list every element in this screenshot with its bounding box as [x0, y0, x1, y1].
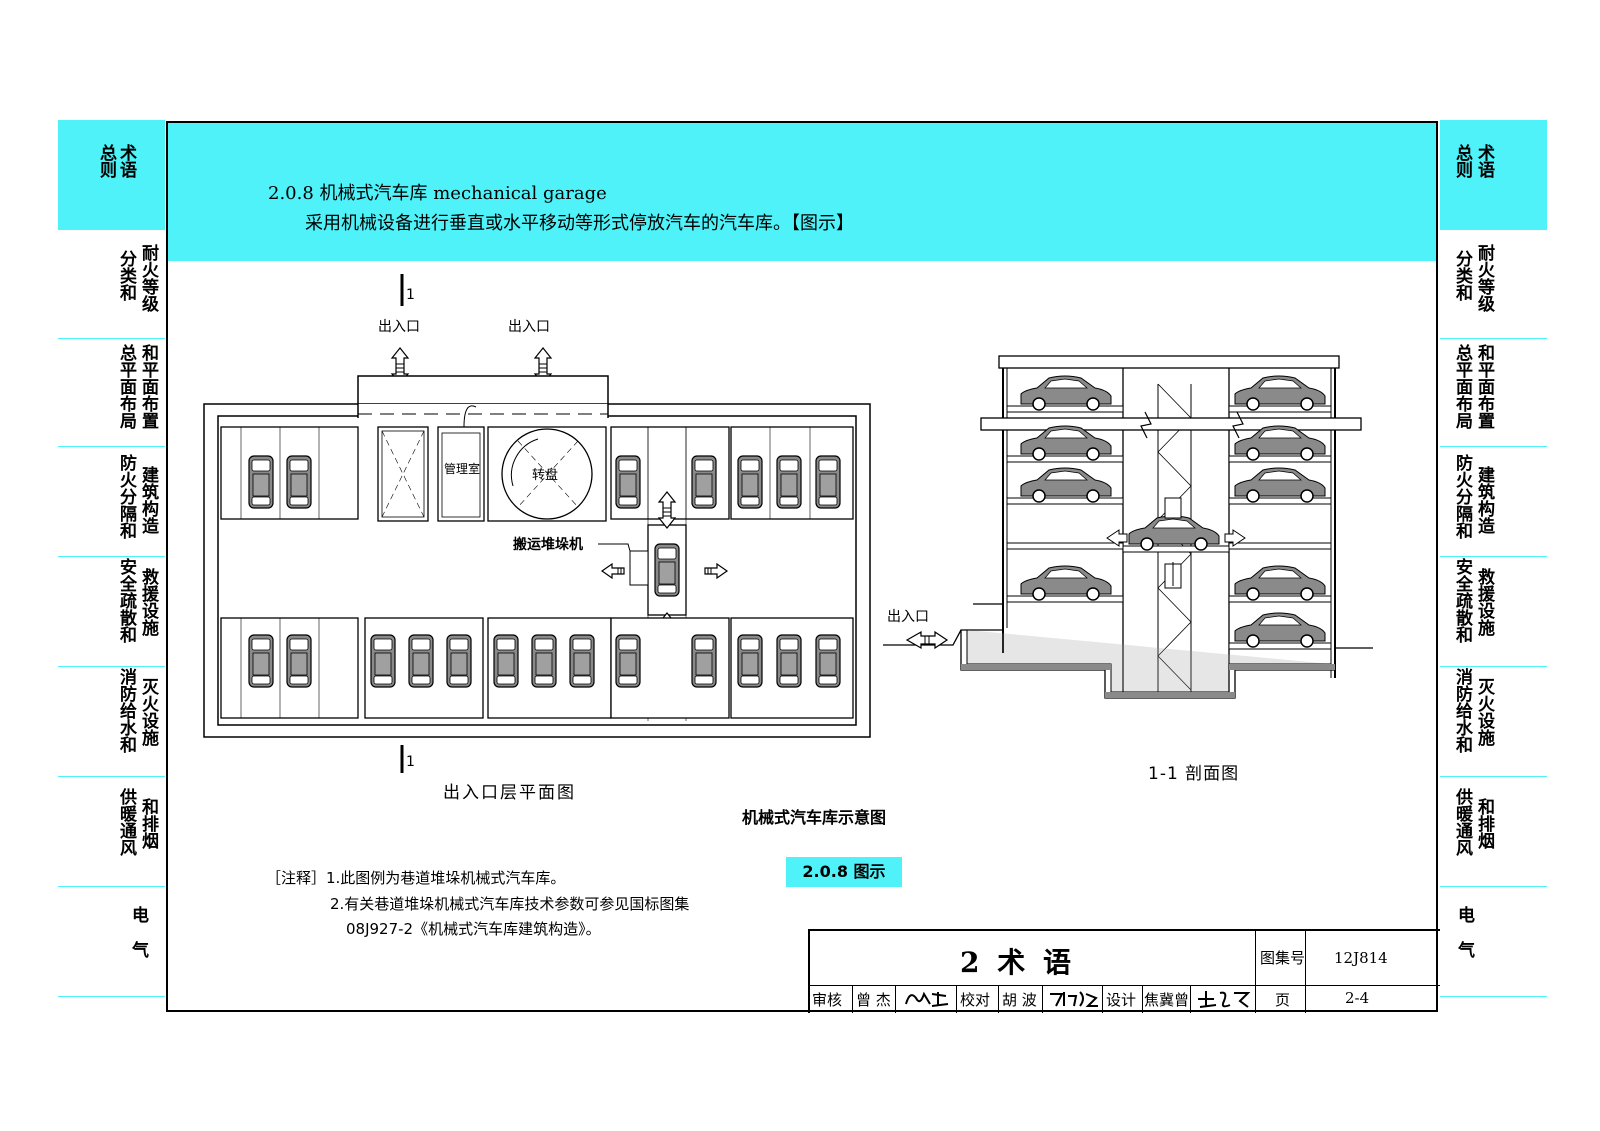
tab-col-left: 供暖通风: [1452, 788, 1472, 856]
review-label: 审核: [812, 991, 843, 1009]
tab-col-left: 防火分隔和: [1452, 454, 1472, 539]
tab-hvac[interactable]: 和排烟 供暖通风: [58, 776, 165, 887]
tab-col-right: 耐火等级: [1474, 244, 1494, 312]
tab-site-plan[interactable]: 和平面布置 总平面布局: [1440, 338, 1547, 447]
tab-col-right: 和平面布置: [138, 344, 158, 429]
tab-col-right: 术语: [116, 144, 136, 178]
tab-col-right: 建筑构造: [138, 466, 158, 534]
header-band: 2.0.8 机械式汽车库 mechanical garage 采用机械设备进行垂…: [168, 123, 1436, 261]
tab-site-plan[interactable]: 和平面布置 总平面布局: [58, 338, 165, 447]
tab-classification[interactable]: 耐火等级 分类和: [58, 230, 165, 339]
note-line-2: 2.有关巷道堆垛机械式汽车库技术参数可参见国标图集: [330, 895, 690, 913]
floor-plan-drawing: 1 出入口 出入口 管理室 转盘: [203, 274, 871, 773]
reviewer-signature: [905, 991, 949, 1007]
figure-tag: 2.0.8 图示: [786, 857, 902, 887]
tab-col-left: 总平面布局: [1452, 344, 1472, 429]
tab-col-left: 安全疏散和: [116, 558, 136, 643]
tab-col-right: 救援设施: [1474, 568, 1494, 636]
tab-col-right: 术语: [1474, 144, 1494, 178]
tab-col-left: 消防给水和: [116, 668, 136, 753]
section-entrance-label: 出入口: [887, 609, 929, 625]
reviewer-name: 曾 杰: [856, 991, 891, 1009]
tab-col-left: 分类和: [1452, 250, 1472, 301]
tab-col-left: 总平面布局: [116, 344, 136, 429]
tab-col-right: 电气: [1454, 906, 1474, 976]
design-label: 设计: [1106, 991, 1137, 1009]
figure-title: 机械式汽车库示意图: [742, 808, 887, 827]
atlas-label: 图集号: [1260, 949, 1306, 967]
turntable-label: 转盘: [532, 467, 558, 483]
tab-col-left: 总则: [96, 144, 116, 178]
tab-evacuation[interactable]: 救援设施 安全疏散和: [1440, 556, 1547, 667]
tab-col-right: 和平面布置: [1474, 344, 1494, 429]
tab-evacuation[interactable]: 救援设施 安全疏散和: [58, 556, 165, 667]
tab-col-left: 安全疏散和: [1452, 558, 1472, 643]
checker-signature: [1050, 991, 1098, 1007]
section-mark-top: 1: [406, 287, 415, 303]
tab-electrical[interactable]: 电气: [1440, 886, 1547, 997]
tab-electrical[interactable]: 电气: [58, 886, 165, 997]
drawing-frame: 2.0.8 机械式汽车库 mechanical garage 采用机械设备进行垂…: [166, 121, 1440, 1013]
tab-col-right: 灭火设施: [138, 678, 158, 746]
checker-name: 胡 波: [1002, 991, 1037, 1009]
chapter-title: 2 术 语: [960, 946, 1075, 979]
tab-hvac[interactable]: 和排烟 供暖通风: [1440, 776, 1547, 887]
check-label: 校对: [960, 991, 991, 1009]
entrance-label-left: 出入口: [378, 319, 420, 335]
section-caption: 1-1 剖面图: [1148, 764, 1240, 784]
tab-col-right: 耐火等级: [138, 244, 158, 312]
tab-col-right: 建筑构造: [1474, 466, 1494, 534]
tab-col-right: 灭火设施: [1474, 678, 1494, 746]
section-mark-bottom: 1: [406, 754, 415, 770]
tab-col-left: 供暖通风: [116, 788, 136, 856]
tab-general-terms[interactable]: 术语 总则: [1440, 120, 1547, 230]
note-line-1: ［注释］1.此图例为巷道堆垛机械式汽车库。: [266, 869, 566, 887]
tab-fire-separation[interactable]: 建筑构造 防火分隔和: [58, 446, 165, 557]
tab-col-right: 和排烟: [138, 798, 158, 849]
page-label: 页: [1275, 991, 1291, 1009]
entrance-label-right: 出入口: [508, 319, 550, 335]
tab-fire-water[interactable]: 灭火设施 消防给水和: [58, 666, 165, 777]
tab-fire-water[interactable]: 灭火设施 消防给水和: [1440, 666, 1547, 777]
tab-col-right: 电气: [128, 906, 148, 976]
note-line-3: 08J927-2《机械式汽车库建筑构造》。: [346, 920, 601, 938]
tab-general-terms[interactable]: 术语 总则: [58, 120, 165, 230]
tab-col-left: 总则: [1452, 144, 1472, 178]
page-number: 2-4: [1345, 989, 1370, 1007]
atlas-number: 12J814: [1334, 949, 1388, 967]
tab-col-left: 消防给水和: [1452, 668, 1472, 753]
tab-fire-separation[interactable]: 建筑构造 防火分隔和: [1440, 446, 1547, 557]
stacker-label: 搬运堆垛机: [513, 536, 583, 553]
section-drawing: 出入口: [883, 355, 1373, 699]
tab-col-right: 救援设施: [138, 568, 158, 636]
term-definition: 采用机械设备进行垂直或水平移动等形式停放汽车的汽车库。【图示】: [305, 213, 854, 234]
term-heading: 2.0.8 机械式汽车库 mechanical garage: [268, 183, 607, 204]
tab-col-left: 防火分隔和: [116, 454, 136, 539]
management-room-label: 管理室: [444, 461, 480, 476]
tab-classification[interactable]: 耐火等级 分类和: [1440, 230, 1547, 339]
plan-caption: 出入口层平面图: [443, 783, 576, 803]
tab-col-right: 和排烟: [1474, 798, 1494, 849]
title-block: 2 术 语 图集号 12J814 页 2-4 审核 曾 杰 校对 胡 波 设计 …: [808, 929, 1440, 1013]
designer-name: 焦冀曾: [1144, 991, 1190, 1009]
designer-signature: [1198, 991, 1251, 1008]
tab-col-left: 分类和: [116, 250, 136, 301]
